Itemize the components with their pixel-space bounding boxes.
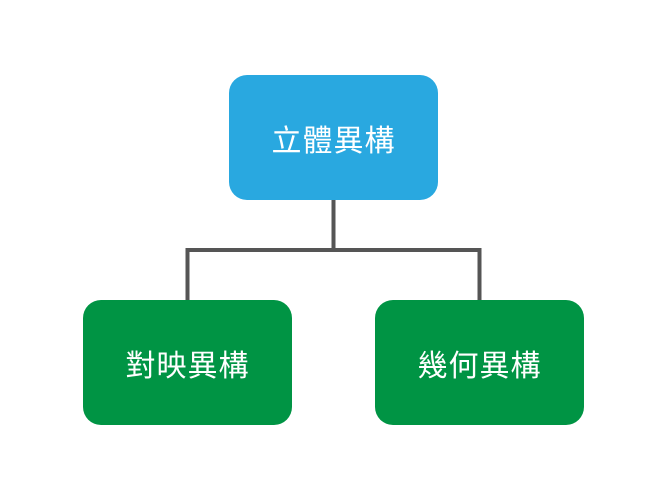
- child-node-enantiomer: 對映異構: [83, 300, 292, 425]
- root-node: 立體異構: [229, 75, 438, 200]
- root-node-label: 立體異構: [271, 123, 396, 159]
- child-node-label: 幾何異構: [417, 348, 542, 384]
- child-node-label: 對映異構: [125, 348, 250, 384]
- child-node-geometric: 幾何異構: [375, 300, 584, 425]
